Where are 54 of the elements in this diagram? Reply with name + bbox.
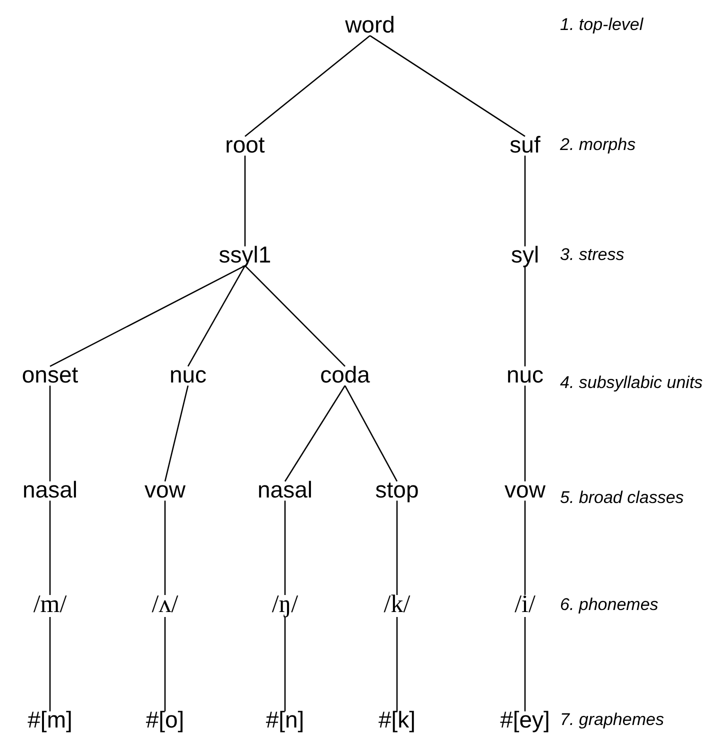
tree-node-label: suf <box>508 130 542 160</box>
tree-branch-line <box>284 385 346 482</box>
tree-branch-line <box>284 617 286 712</box>
tree-node-label: /m/ <box>31 589 69 621</box>
tree-node-label: nuc <box>167 360 209 390</box>
tree-node-label: nasal <box>20 475 80 505</box>
tree-node-label: syl <box>508 240 542 270</box>
tree-branch-line <box>396 617 398 712</box>
tree-branch-line <box>524 156 526 246</box>
tree-node-label: word <box>343 10 397 40</box>
tree-node-label: ssyl1 <box>216 240 274 270</box>
tree-branch-line <box>370 35 526 137</box>
level-label: 3. stress <box>560 245 626 265</box>
tree-node-label: vow <box>142 475 188 505</box>
tree-node-label: stop <box>373 475 421 505</box>
tree-branch-line <box>49 617 51 712</box>
tree-node-label: /k/ <box>382 589 412 621</box>
tree-node-label: /ʌ/ <box>150 589 180 621</box>
tree-branch-line <box>344 385 398 482</box>
tree-branch-line <box>524 386 526 482</box>
level-label: 1. top-level <box>560 15 644 35</box>
level-label: 4. subsyllabic units <box>560 373 704 393</box>
tree-branch-line <box>187 265 246 367</box>
level-label: 7. graphemes <box>560 710 665 730</box>
tree-node-label: nasal <box>256 475 314 505</box>
tree-node-label: #[n] <box>264 705 306 735</box>
level-label: 2. morphs <box>560 135 637 155</box>
tree-node-label: /i/ <box>512 589 538 621</box>
level-label: 6. phonemes <box>560 595 660 615</box>
tree-branch-line <box>244 156 246 246</box>
tree-branch-line <box>164 617 166 712</box>
tree-node-label: #[o] <box>144 705 186 735</box>
level-label: 5. broad classes <box>560 488 685 508</box>
tree-node-label: #[m] <box>26 705 74 735</box>
tree-node-label: nuc <box>504 360 546 390</box>
tree-node-label: root <box>223 130 267 160</box>
tree-node-label: onset <box>20 360 80 390</box>
tree-node-label: vow <box>502 475 548 505</box>
tree-branch-line <box>284 500 286 595</box>
tree-branch-line <box>244 265 346 367</box>
tree-node-label: coda <box>318 360 372 390</box>
tree-node-label: #[k] <box>376 705 418 735</box>
tree-branch-line <box>49 386 51 482</box>
tree-branch-line <box>396 500 398 595</box>
tree-branch-line <box>524 617 526 712</box>
tree-branch-line <box>49 500 51 595</box>
tree-branch-line <box>164 386 189 482</box>
tree-branch-line <box>164 500 166 595</box>
tree-node-label: #[ey] <box>498 705 552 735</box>
tree-branch-line <box>50 265 246 367</box>
tree-branch-line <box>244 35 370 137</box>
tree-branch-line <box>524 500 526 595</box>
tree-node-label: /ŋ/ <box>270 589 300 621</box>
tree-branch-line <box>524 266 526 366</box>
